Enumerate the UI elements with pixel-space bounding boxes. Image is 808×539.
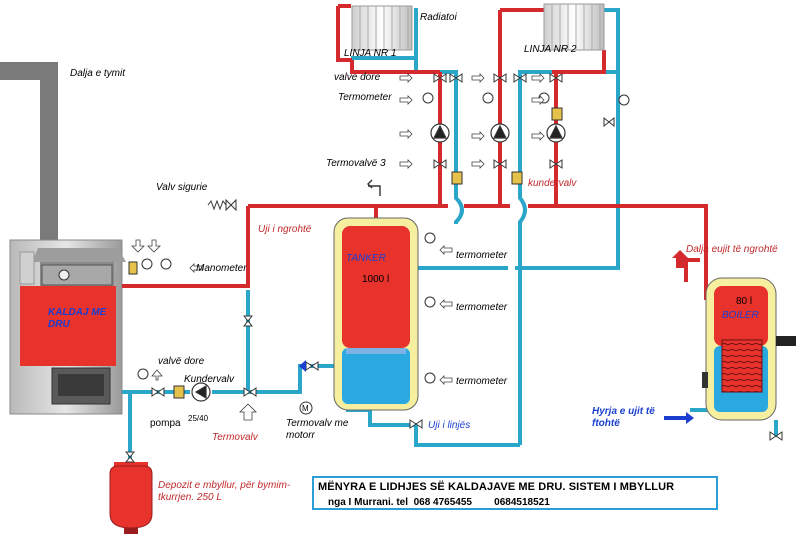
- check-valve-right-label: kundervalv: [528, 178, 577, 189]
- thermometer-label: Termometer: [338, 92, 392, 103]
- diagram-title: MËNYRA E LIDHJES SË KALDAJAVE ME DRU. SI…: [318, 481, 675, 493]
- line2-label: LINJA NR 2: [524, 44, 577, 55]
- expansion-tank-label: Depozit e mbyllur, për bymim-tkurrjen. 2…: [158, 480, 291, 503]
- pump-label: pompa: [150, 418, 181, 429]
- cold-inlet-arrow-icon: [664, 412, 694, 424]
- tank-label: TANKER: [346, 253, 386, 264]
- author-contact: nga I Murrani. tel 068 4765455 068451852…: [328, 497, 550, 508]
- dhw-name-label: BOILER: [722, 310, 759, 321]
- pump-spec-label: 25/40: [188, 414, 209, 423]
- hand-valve-label: valve dore: [334, 72, 381, 83]
- thermometer-tank-top-label: termometer: [456, 250, 508, 261]
- safety-valve-label: Valv sigurie: [156, 182, 208, 193]
- motor-thermovalve-label: Termovalv me motorr: [286, 418, 349, 441]
- dhw-volume-label: 80 l: [736, 296, 753, 307]
- thermometer-icon: [137, 92, 630, 384]
- valve-icon: [124, 73, 783, 463]
- expansion-tank: [109, 462, 153, 534]
- cold-water-in-label: Hyrja e ujit të ftohtë: [592, 406, 655, 429]
- check-valve-label: Kundervalv: [184, 374, 235, 385]
- hot-outlet-arrow-icon: [672, 250, 688, 268]
- chimney: [0, 62, 58, 244]
- radiator-2: [543, 3, 605, 51]
- manometer-label: Manometer: [196, 263, 247, 274]
- motorized-valve-icon: M: [299, 360, 313, 415]
- line-water-label: Uji i linjës: [428, 420, 471, 431]
- hot-water-out-label: Dalja eujit të ngrohtë: [686, 244, 778, 255]
- radiator-1: [351, 5, 413, 51]
- pump-icon: [191, 123, 566, 402]
- check-valve-icon: [128, 107, 563, 399]
- air-vent-icon: [367, 179, 381, 196]
- dhw-boiler: [702, 277, 796, 421]
- buffer-tank: [333, 217, 419, 411]
- radiator-label: Radiatoi: [420, 12, 457, 23]
- cold-pipes: [122, 8, 778, 460]
- hand-valve-lower-label: valvë dore: [158, 356, 205, 367]
- chimney-label: Dalja e tymit: [70, 68, 126, 79]
- thermovalve-label: Termovalv: [212, 432, 258, 443]
- thermovalve3-label: Termovalvë 3: [326, 158, 386, 169]
- wood-boiler: [9, 239, 126, 415]
- boiler-name-label: KALDAJ ME DRU: [48, 307, 107, 330]
- title-box: MËNYRA E LIDHJES SË KALDAJAVE ME DRU. SI…: [312, 476, 718, 510]
- thermometer-tank-mid-label: termometer: [456, 302, 508, 313]
- svg-text:M: M: [302, 404, 309, 413]
- thermometer-tank-bottom-label: termometer: [456, 376, 508, 387]
- tank-volume-label: 1000 l: [362, 274, 390, 285]
- safety-valve-icon: [207, 199, 227, 211]
- arrow-icon: [131, 73, 545, 421]
- hot-water-label: Uji i ngrohtë: [258, 224, 312, 235]
- line1-label: LINJA NR 1: [344, 48, 397, 59]
